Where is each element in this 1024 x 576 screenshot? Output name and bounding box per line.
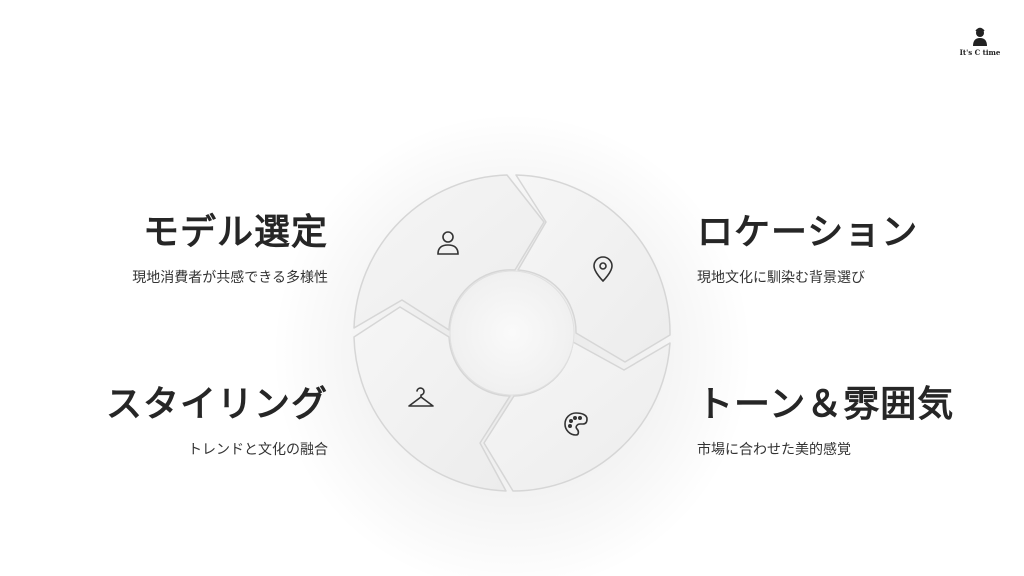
segment-title-model: モデル選定 [142,212,328,253]
segment-bottom-right [483,341,671,492]
segment-subtitle-location: 現地文化に馴染む背景選び [697,270,865,286]
segment-subtitle-model: 現地消費者が共感できる多様性 [132,270,328,286]
segment-subtitle-styling: トレンドと文化の融合 [188,442,328,458]
center-circle [449,270,575,396]
segment-bottom-left [353,306,511,492]
brand-logo: It's C time [956,24,1004,60]
person-mascot-icon [973,27,987,46]
hanger-icon [408,387,434,407]
segment-title-location: ロケーション [697,212,919,253]
palette-icon [564,412,588,436]
segment-title-tone: トーン＆雰囲気 [697,384,955,425]
logo-text: It's C time [959,48,1001,57]
segment-top-left [353,174,545,331]
segment-title-styling: スタイリング [105,384,328,425]
segment-top-right [515,174,671,363]
map-pin-icon [593,256,613,282]
person-icon [437,231,459,255]
segment-subtitle-tone: 市場に合わせた美的感覚 [697,442,851,458]
